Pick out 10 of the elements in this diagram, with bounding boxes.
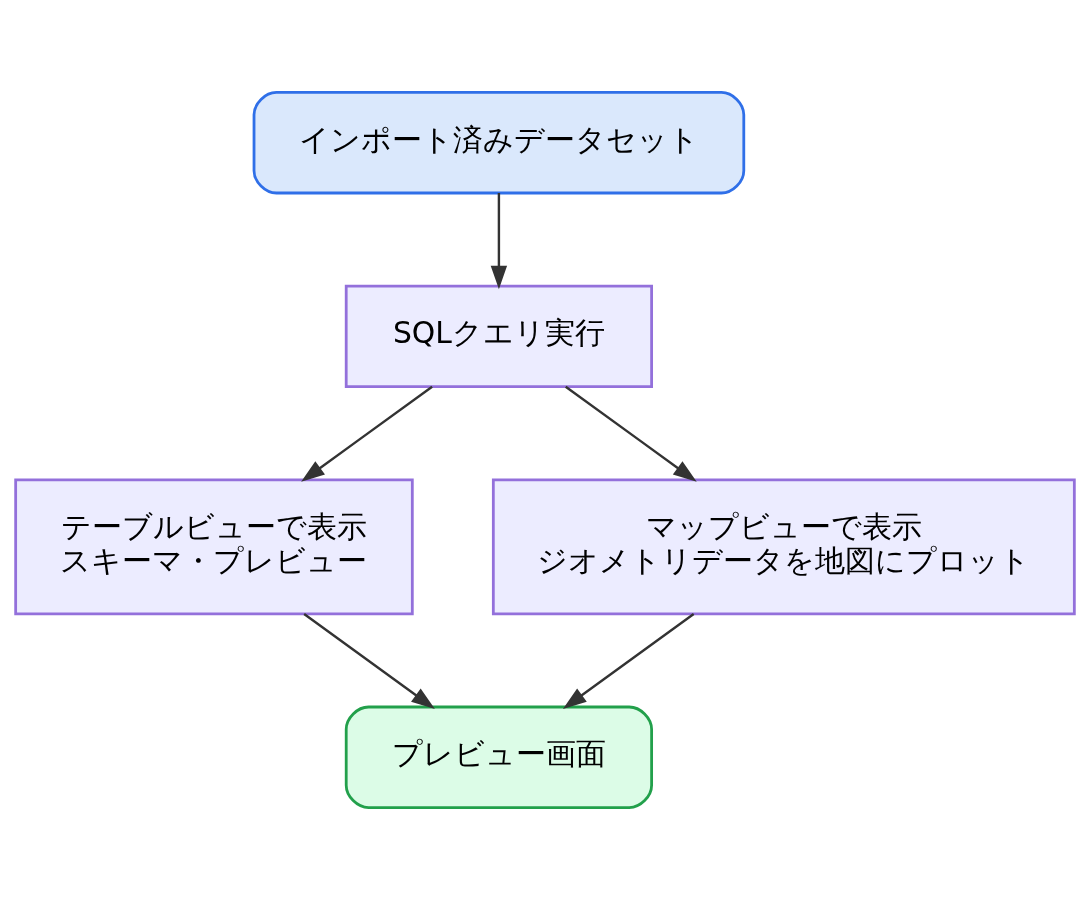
node-box: マップビューで表示 ジオメトリデータを地図にプロット <box>491 477 1076 615</box>
node-box: テーブルビューで表示 スキーマ・プレビュー <box>14 477 414 615</box>
node-box: インポート済みデータセット <box>252 90 746 194</box>
arrow <box>303 612 435 709</box>
arrow <box>562 612 695 709</box>
arrow <box>301 385 433 482</box>
arrow <box>565 385 697 482</box>
node-box: プレビュー画面 <box>344 705 653 809</box>
arrow <box>490 192 508 289</box>
node-box: SQLクエリ実行 <box>344 284 653 388</box>
